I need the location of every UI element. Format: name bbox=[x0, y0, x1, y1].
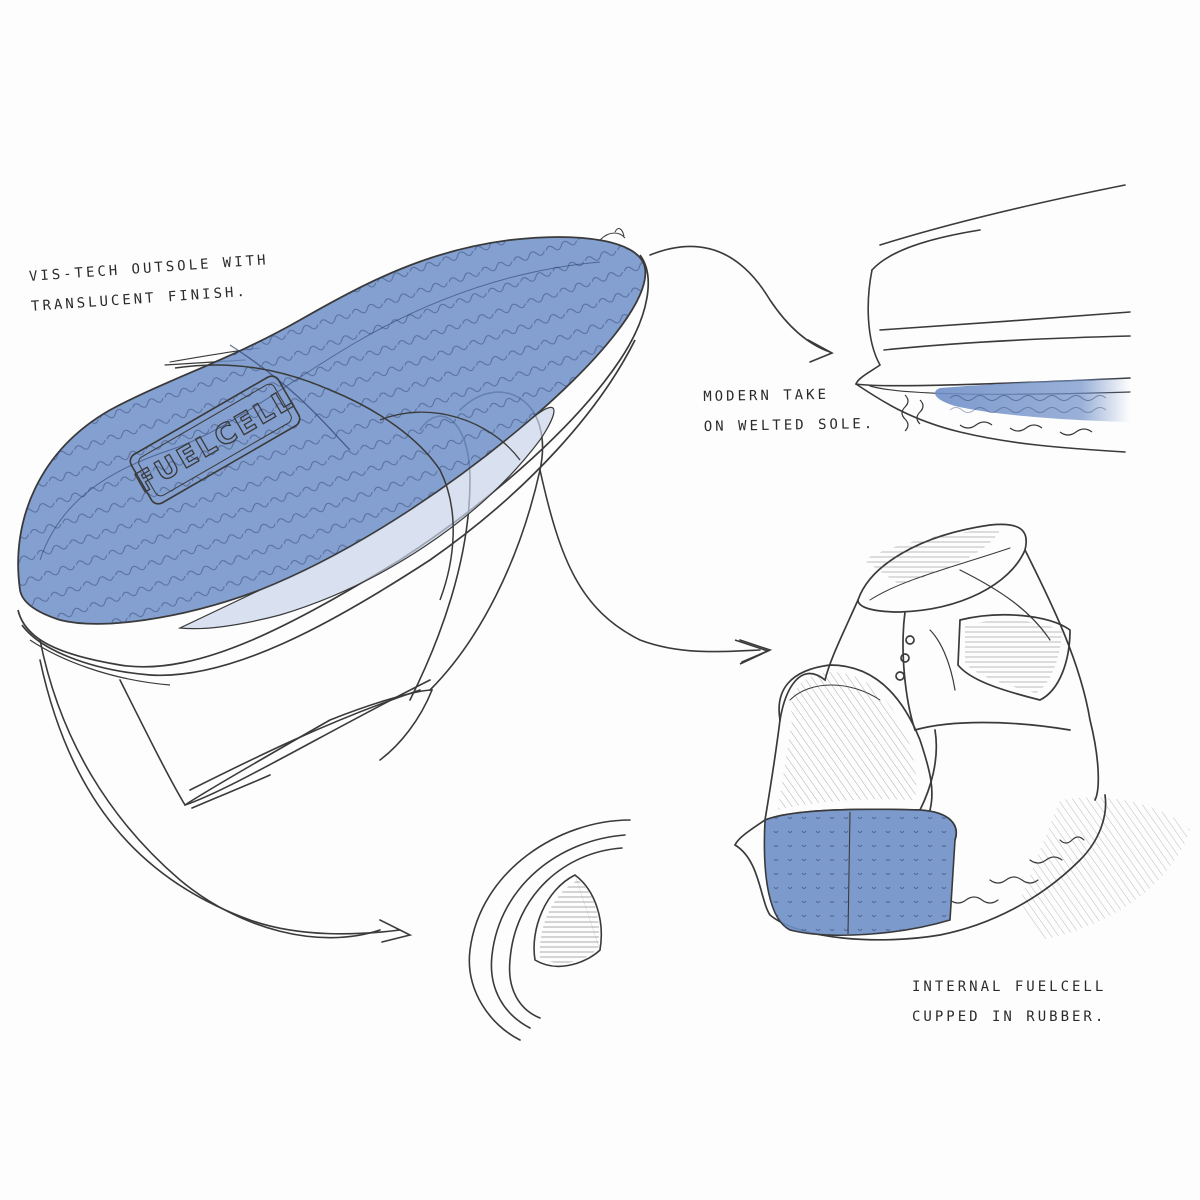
main-shoe-sketch bbox=[39, 347, 773, 943]
heel-arcs-sketch bbox=[468, 819, 631, 1041]
annotation-fuelcell-line1: INTERNAL FUELCELL bbox=[912, 979, 1107, 995]
heel-view-shadow bbox=[1020, 797, 1190, 940]
welted-sole-detail bbox=[854, 184, 1131, 453]
arrow-to-heel-view bbox=[734, 639, 771, 665]
welted-sole-squiggle-tread bbox=[901, 394, 1093, 436]
annotation-welted-line2: ON WELTED SOLE. bbox=[703, 416, 876, 435]
heel-arcs-hatching bbox=[539, 880, 600, 964]
collar-hatching bbox=[864, 530, 1000, 585]
heel-interior-hatching bbox=[778, 672, 917, 810]
translucent-outsole bbox=[17, 228, 647, 630]
annotation-welted-sole: MODERN TAKE ON WELTED SOLE. bbox=[703, 379, 875, 442]
annotation-fuelcell-line2: CUPPED IN RUBBER. bbox=[912, 1009, 1107, 1025]
annotation-welted-line1: MODERN TAKE bbox=[703, 386, 830, 405]
welted-sole-blue-insert bbox=[935, 378, 1130, 422]
fuelcell-rubber-cup bbox=[763, 808, 957, 936]
side-panel-hatching bbox=[965, 620, 1062, 693]
annotation-fuelcell: INTERNAL FUELCELL CUPPED IN RUBBER. bbox=[912, 972, 1106, 1032]
arrow-to-welted-detail bbox=[649, 245, 834, 363]
